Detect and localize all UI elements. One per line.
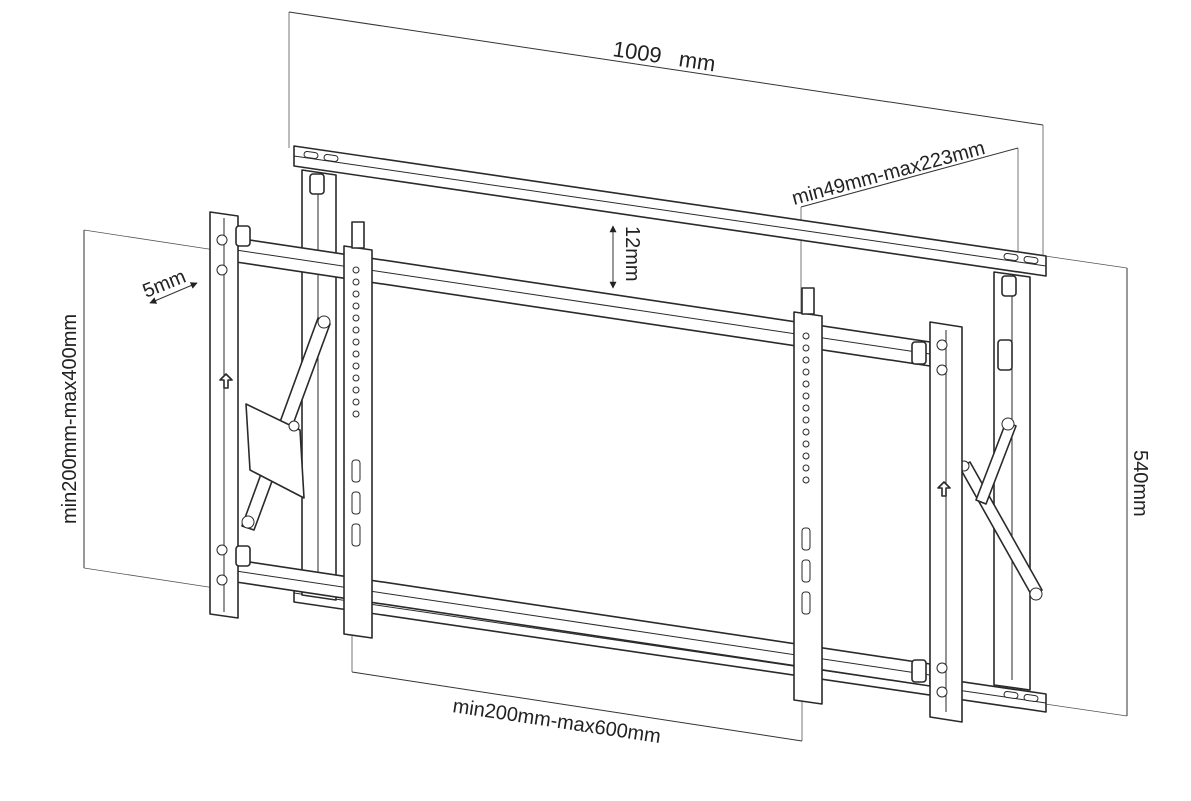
vertical-range-dimension: min200mm-max400mm <box>59 229 216 589</box>
back-uprights <box>301 169 1031 691</box>
right-outer-bracket <box>929 321 963 723</box>
right-arm-hole-column <box>802 332 810 484</box>
side-latches <box>235 173 1017 683</box>
micro-adjust-dimension: 12mm <box>609 225 643 289</box>
horizontal-crossbars <box>235 237 931 687</box>
lateral-adjust-dimension: 5mm <box>140 266 198 304</box>
left-vertical-arm <box>343 221 373 639</box>
overall-width-value: 1009 <box>611 36 663 68</box>
height-dimension: 540mm <box>1044 255 1151 717</box>
depth-range-label: min49mm-max223mm <box>790 137 988 210</box>
left-scissor-arms <box>241 315 331 531</box>
right-vertical-arm <box>793 287 823 705</box>
height-label: 540mm <box>1129 450 1151 517</box>
micro-adjust-label: 12mm <box>621 226 643 282</box>
vertical-range-label: min200mm-max400mm <box>59 314 81 524</box>
left-outer-bracket <box>209 211 239 619</box>
left-arm-hole-column <box>352 266 360 418</box>
overall-width-unit: mm <box>677 46 717 76</box>
overall-width-dimension: 1009 mm <box>288 11 1044 255</box>
